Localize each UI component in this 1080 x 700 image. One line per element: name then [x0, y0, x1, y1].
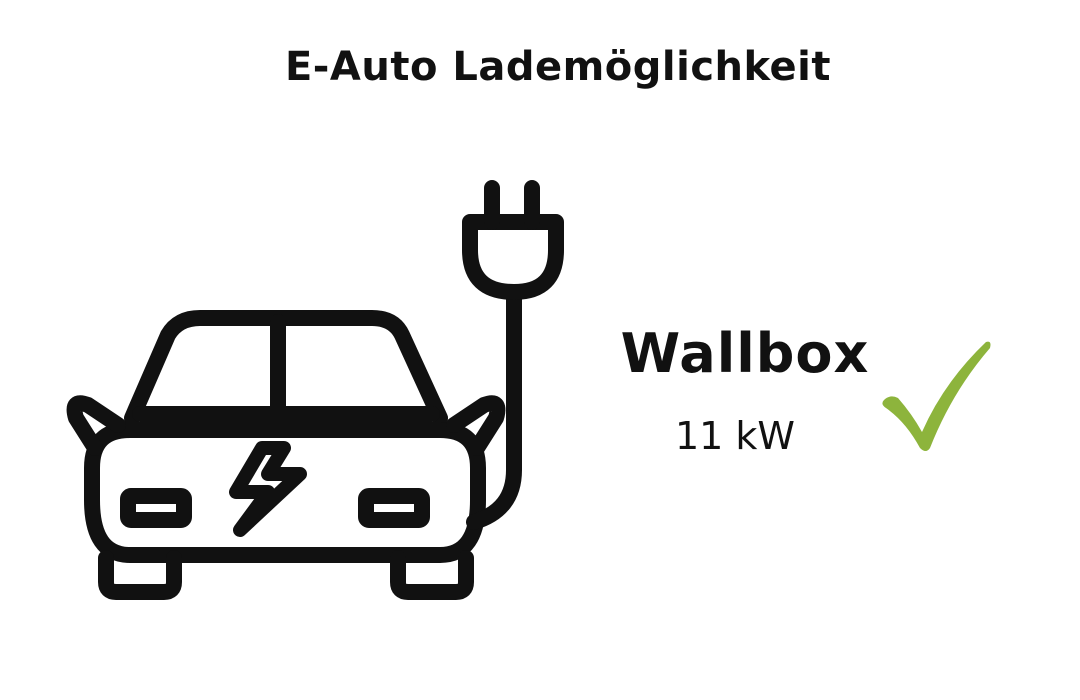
lightning-bolt-icon	[229, 441, 307, 537]
charger-power: 11 kW	[674, 414, 795, 458]
car-body-shape	[84, 422, 486, 563]
car-roof-shape	[124, 310, 448, 426]
charging-cable	[466, 284, 522, 530]
car-wheel-right	[390, 550, 474, 600]
checkmark-icon	[882, 341, 991, 451]
car-mirror-left	[66, 395, 126, 456]
car-mirror-right	[446, 395, 506, 456]
charger-label: Wallbox	[620, 322, 870, 385]
plug-head	[462, 214, 564, 300]
car-headlight-right	[358, 488, 430, 528]
page-title: E-Auto Lademöglichkeit	[284, 44, 832, 90]
car-wheel-left	[98, 550, 182, 600]
car-headlight-left	[120, 488, 192, 528]
checkmark-shape	[882, 341, 991, 451]
